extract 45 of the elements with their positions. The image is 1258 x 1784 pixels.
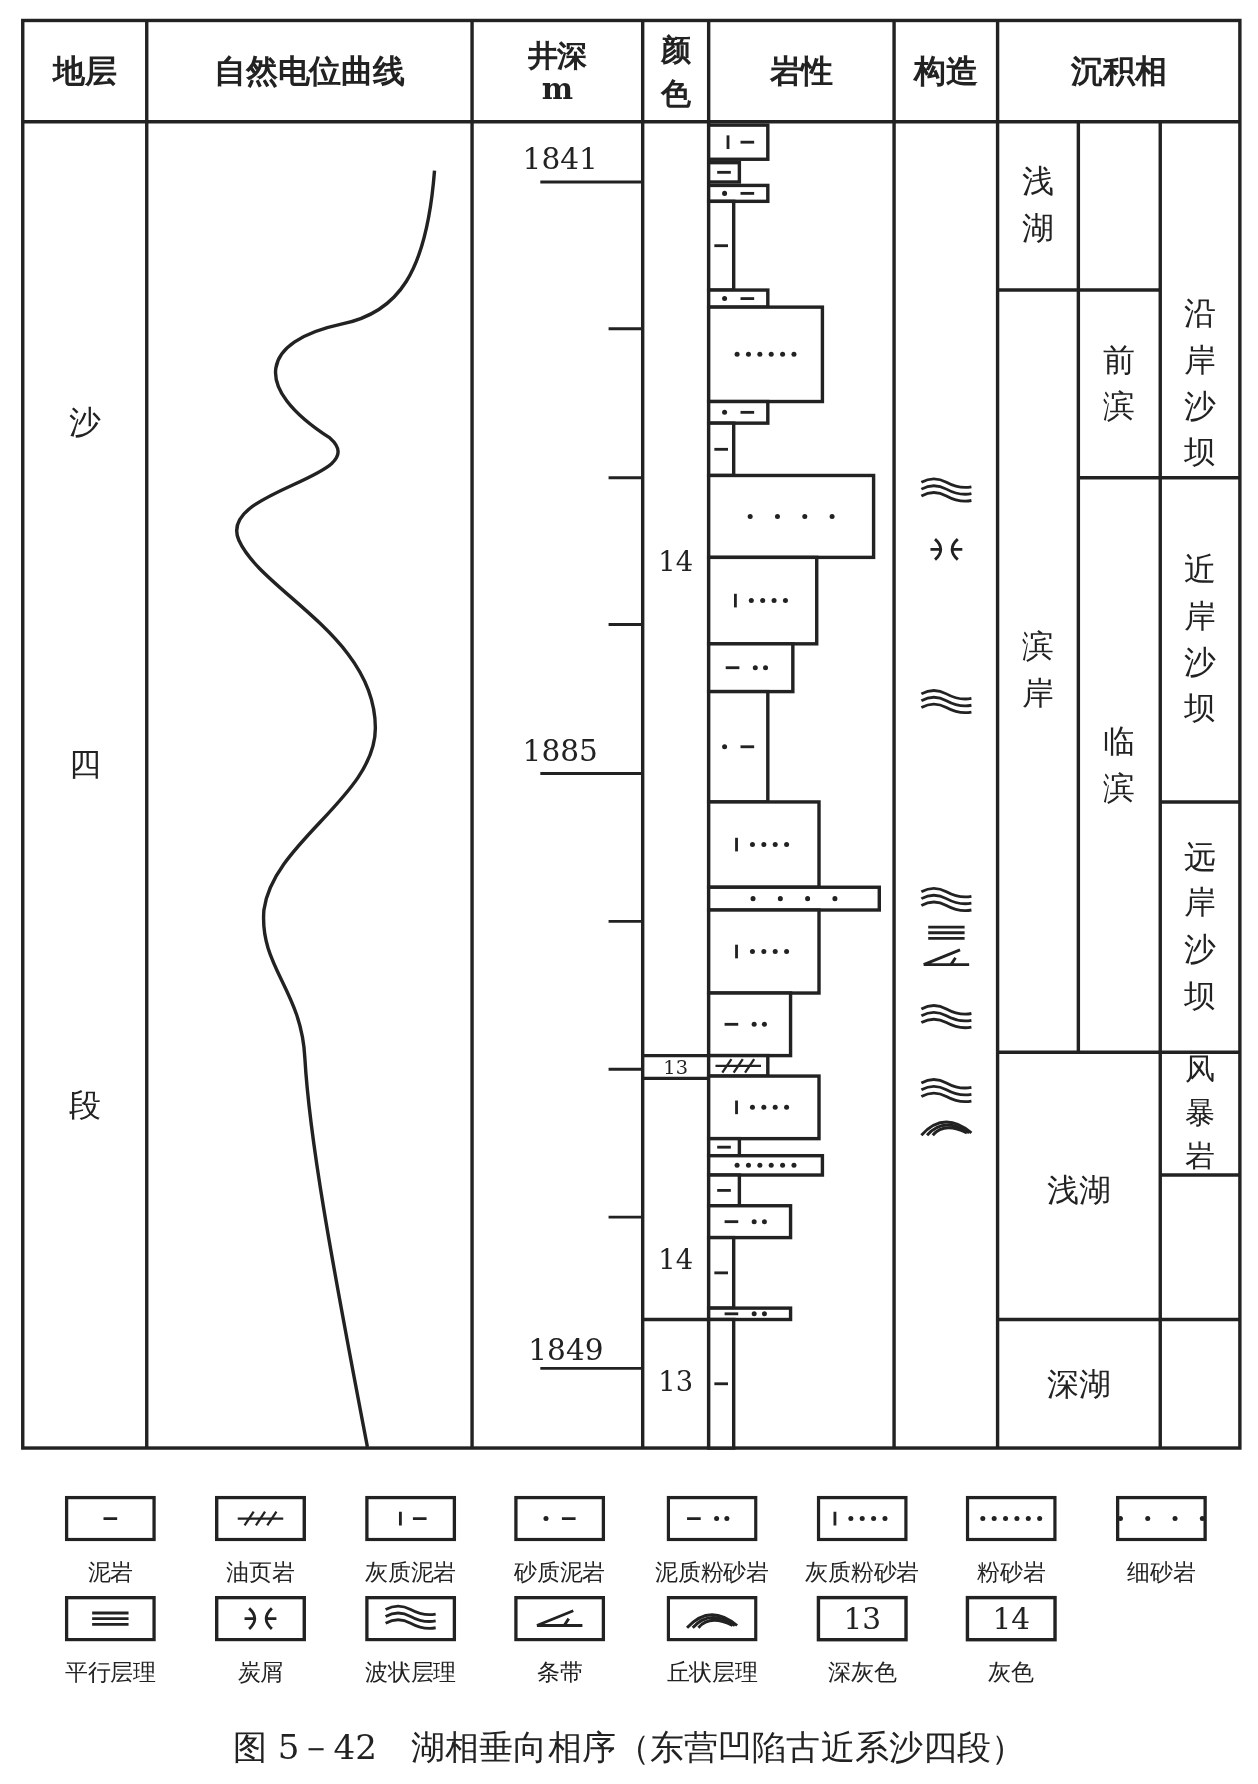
legend-label: 粉砂岩 — [977, 1559, 1046, 1585]
color-code-label: 13 — [663, 1056, 688, 1078]
stratum-label: 四 — [69, 747, 102, 783]
legend-label: 灰质粉砂岩 — [805, 1559, 920, 1585]
stratum-label: 沙 — [69, 406, 102, 442]
color-code-label: 14 — [658, 1245, 694, 1276]
legend-label: 炭屑 — [237, 1659, 284, 1685]
column-header: 地层 — [52, 54, 117, 90]
column-header: 岩性 — [769, 54, 834, 90]
legend-label: 波状层理 — [365, 1659, 457, 1685]
facies-label: 远岸沙坝 — [1183, 837, 1217, 1017]
column-header: 自然电位曲线 — [213, 54, 405, 90]
color-code-label: 13 — [658, 1367, 694, 1398]
depth-label: 1841 — [522, 143, 598, 176]
legend-label: 砂质泥岩 — [514, 1559, 606, 1585]
facies-label: 沿岸沙坝 — [1183, 293, 1217, 474]
depth-label: 1849 — [528, 1333, 604, 1367]
figure-caption: 图 5－42 湖相垂向相序（东营凹陷古近系沙四段） — [232, 1727, 1026, 1765]
column-header: 沉积相 — [1070, 54, 1167, 90]
column-header: 构造 — [914, 54, 978, 90]
legend-label: 深灰色 — [828, 1659, 897, 1685]
legend-label: 灰色 — [988, 1659, 1034, 1685]
legend-label: 泥质粉砂岩 — [655, 1559, 769, 1585]
color-code-key: 14 — [965, 1595, 1057, 1642]
color-code-label: 14 — [658, 546, 694, 577]
facies-label: 深湖 — [1047, 1367, 1111, 1403]
legend-label: 条带 — [536, 1659, 583, 1685]
legend-label: 丘状层理 — [666, 1659, 758, 1685]
legend-label: 泥岩 — [87, 1559, 134, 1585]
stratum-label: 段 — [69, 1088, 102, 1124]
legend-label: 灰质泥岩 — [365, 1559, 457, 1585]
facies-label: 前滨 — [1102, 340, 1136, 427]
facies-label: 风暴岩 — [1184, 1051, 1216, 1175]
legend-label: 油页岩 — [226, 1559, 295, 1585]
facies-label: 临滨 — [1102, 721, 1136, 808]
legend-label: 细砂岩 — [1127, 1559, 1196, 1585]
facies-label: 近岸沙坝 — [1183, 549, 1217, 729]
legend-label: 平行层理 — [64, 1659, 156, 1685]
facies-label: 浅湖 — [1021, 162, 1055, 249]
column-header: 颜色 — [660, 31, 692, 112]
column-header: 井深 m — [526, 39, 588, 105]
facies-label: 浅湖 — [1047, 1174, 1111, 1210]
color-code-key: 13 — [816, 1595, 908, 1642]
depth-label: 1885 — [522, 734, 598, 767]
facies-label: 滨岸 — [1021, 627, 1055, 715]
